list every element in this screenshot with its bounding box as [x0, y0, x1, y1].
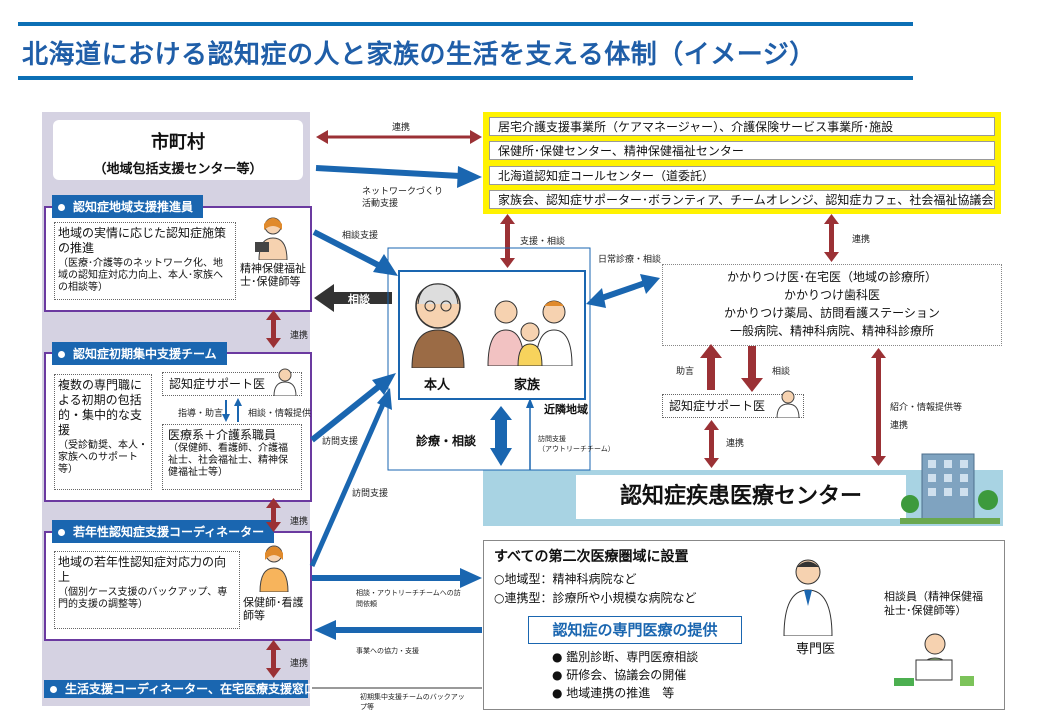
link-label-3: 連携 [290, 659, 309, 669]
all-regions-heading: すべての第二次医療圏域に設置 [494, 549, 689, 565]
title-underline [18, 76, 913, 80]
youth-main-text: 地域の若年性認知症対応力の向上 [58, 555, 227, 584]
partner-call-center: 北海道認知症コールセンター（道委託） [489, 166, 995, 185]
daily-care-arrow [595, 279, 649, 303]
info-label: 相談・情報提供 [248, 409, 312, 419]
network-label-bottom: 活動支援 [362, 199, 399, 209]
top-rule [18, 22, 913, 26]
type-regional: ○地域型：精神科病院など [494, 572, 637, 586]
municipality-sub: （地域包括支援センター等） [93, 162, 263, 177]
youth-sub-text: （個別ケース支援のバックアップ、専門的支援の調整等） [58, 587, 228, 610]
counselor-icon [894, 633, 974, 686]
visit-label-1: 訪問支援 [322, 437, 359, 447]
support-consult-label: 支援・相談 [520, 237, 566, 247]
guidance-label: 指導・助言 [178, 409, 224, 419]
consult-black-arrow [314, 284, 392, 312]
doctor-line-3: かかりつけ薬局、訪問看護ステーション [724, 306, 940, 320]
support-doctor-2-label: 認知症サポート医 [669, 399, 766, 413]
staff-box: 医療系＋介護系職員 （保健師、看護師、介護福祉士、社会福祉士、精神保健福祉士等） [162, 424, 302, 490]
link-label-support: 連携 [726, 439, 745, 449]
request-label: 相談・アウトリーチチームへの訪問依頼 [356, 589, 461, 608]
doctor-icon [273, 368, 297, 396]
initial-team-header: 認知症初期集中支援チーム [52, 342, 227, 365]
service-list: ● 鑑別診断、専門医療相談 ● 研修会、協議会の開催 ● 地域連携の推進 等 [552, 648, 698, 702]
link-label-right: 連携 [890, 421, 909, 431]
staff-sub: （保健師、看護師、介護福祉士、社会福祉士、精神保健福祉士等） [168, 443, 288, 478]
left-link-arrows [266, 310, 281, 678]
family-label: 家族 [514, 378, 541, 393]
link-label-partners: 連携 [852, 235, 871, 245]
support-doctor-label: 認知症サポート医 [169, 377, 266, 391]
consult2-label: 相談 [772, 367, 791, 377]
service-item: ● 地域連携の推進 等 [552, 686, 675, 700]
consult-support-label: 相談支援 [342, 231, 379, 241]
partner-health-center: 保健所･保健センター、精神保健福祉センター [489, 141, 995, 160]
youth-header-label: 若年性認知症支援コーディネーター [73, 525, 265, 539]
link-label-top: 連携 [392, 123, 411, 133]
promoter-role: 精神保健福祉士･保健師等 [240, 262, 306, 288]
partner-care-office: 居宅介護支援事業所（ケアマネージャー）、介護保険サービス事業所･施設 [489, 117, 995, 136]
person-label: 本人 [424, 378, 451, 393]
service-item: ● 研修会、協議会の開催 [552, 668, 687, 682]
doctor-line-2: かかりつけ歯科医 [783, 288, 881, 302]
network-label-top: ネットワークづくり [362, 187, 444, 197]
visit-label-2: 訪問支援 [352, 489, 389, 499]
center-details-box [483, 540, 1005, 710]
initial-team-main-text: 複数の専門職による初期の包括的・集中的な支援 [58, 378, 143, 437]
advice-label: 助言 [676, 367, 695, 377]
promoter-header-label: 認知症地域支援推進員 [73, 200, 194, 214]
municipality-name: 市町村 [151, 132, 205, 153]
doctor-line-4: 一般病院、精神科病院、精神科診療所 [729, 324, 934, 338]
doctor-line-1: かかりつけ医･在宅医（地域の診療所） [726, 270, 938, 284]
youth-header: 若年性認知症支援コーディネーター [52, 520, 275, 543]
initial-team-sub-text: （受診勧奨、本人・家族へのサポート等） [58, 440, 148, 475]
hospital-building-icon [900, 453, 1000, 524]
neighborhood-label: 近隣地域 [544, 403, 588, 416]
coordinator-icon [259, 545, 289, 592]
support-doctor-2-icon [776, 390, 800, 418]
initial-team-header-label: 認知症初期集中支援チーム [73, 347, 217, 361]
municipality-box: 市町村 （地域包括支援センター等） [53, 120, 303, 180]
page-title: 北海道における認知症の人と家族の生活を支える体制（イメージ） [22, 40, 816, 70]
nurse-icon [255, 217, 288, 260]
backup-label: 初期集中支援チームのバックアップ等 [360, 693, 465, 711]
network-arrow [315, 165, 461, 179]
life-support-label: 生活支援コーディネーター、在宅医療支援窓口等 [65, 682, 329, 696]
consult-label: 相談 [348, 293, 370, 306]
initial-team-content: 複数の専門職による初期の包括的・集中的な支援 （受診勧奨、本人・家族へのサポート… [54, 374, 152, 490]
visit-arrow-1 [310, 381, 384, 443]
promoter-sub-text: （医療･介護等のネットワーク化、地域の認知症対応力向上、本人･家族への相談等） [58, 258, 223, 293]
link-label-1: 連携 [290, 331, 309, 341]
dementia-center-label: 認知症疾患医療センター [576, 475, 906, 519]
life-support-header: 生活支援コーディネーター、在宅医療支援窓口等 [44, 680, 328, 698]
counselor-label: 相談員（精神保健福祉士･保健師等） [884, 590, 983, 617]
diagnosis-label: 診療・相談 [416, 434, 477, 448]
specialized-care-box: 認知症の専門医療の提供 [528, 616, 742, 644]
family-icon [487, 300, 573, 366]
promoter-content: 地域の実情に応じた認知症施策の推進 （医療･介護等のネットワーク化、地域の認知症… [54, 222, 236, 300]
specialist-doctor-icon [783, 559, 833, 636]
partner-family-groups: 家族会、認知症サポーター･ボランティア、チームオレンジ、認知症カフェ、社会福祉協… [489, 190, 995, 209]
elderly-person-icon [411, 283, 465, 368]
local-medical-box: かかりつけ医･在宅医（地域の診療所） かかりつけ歯科医 かかりつけ薬局、訪問看護… [662, 264, 1002, 346]
youth-content: 地域の若年性認知症対応力の向上 （個別ケース支援のバックアップ、専門的支援の調整… [54, 551, 240, 629]
promoter-header: 認知症地域支援推進員 [52, 195, 204, 218]
outreach-sub-label: （アウトリーチチーム） [538, 445, 615, 453]
consult-support-arrow [312, 229, 386, 271]
service-item: ● 鑑別診断、専門医療相談 [552, 650, 699, 664]
youth-role: 保健師･看護師等 [243, 596, 304, 622]
daily-care-label: 日常診療・相談 [598, 255, 662, 265]
promoter-main-text: 地域の実情に応じた認知症施策の推進 [58, 226, 227, 255]
type-cooperative: ○連携型：診療所や小規模な病院など [494, 591, 697, 605]
visit-arrow-2 [309, 400, 387, 568]
cooperation-label: 事業への協力・支援 [356, 647, 419, 655]
referral-label: 紹介・情報提供等 [890, 403, 963, 413]
outreach-label: 訪問支援 [538, 435, 566, 443]
staff-main: 医療系＋介護系職員 [168, 428, 277, 442]
link-label-2: 連携 [290, 517, 309, 527]
specialist-label: 専門医 [796, 642, 836, 657]
